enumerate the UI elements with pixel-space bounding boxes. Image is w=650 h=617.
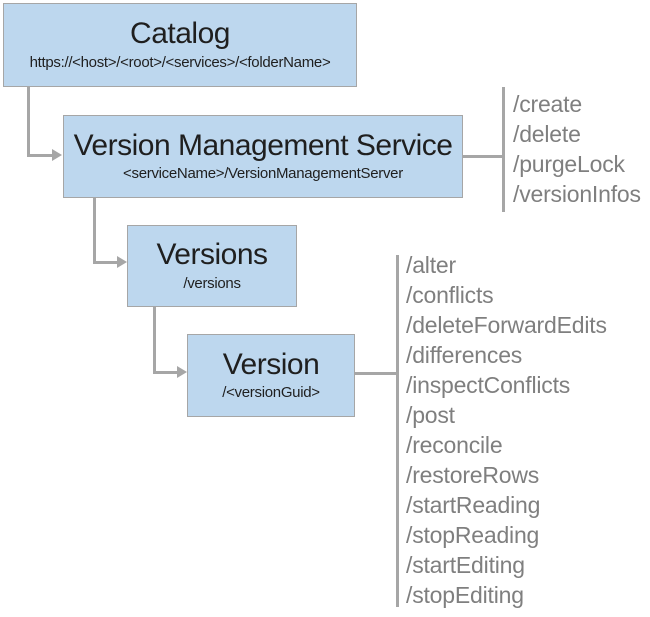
node-version-management-service: Version Management Service <serviceName>… — [63, 115, 463, 198]
connector-vms-to-versions-horizontal — [93, 261, 118, 264]
vms-operations-list: /create/delete/purgeLock/versionInfos — [513, 89, 641, 209]
operation-label: /purgeLock — [513, 151, 625, 177]
node-vms-title: Version Management Service — [73, 128, 453, 162]
operation-label: /restoreRows — [406, 462, 540, 488]
node-versions-path: /versions — [183, 274, 241, 292]
vms-operations-divider — [502, 87, 505, 212]
node-versions: Versions /versions — [127, 225, 297, 307]
node-version-path: /<versionGuid> — [222, 384, 320, 402]
operation-label: /versionInfos — [513, 181, 641, 207]
node-vms-path: <serviceName>/VersionManagementServer — [123, 165, 403, 183]
connector-catalog-to-vms-horizontal — [27, 154, 53, 157]
connector-vms-to-operations — [463, 155, 502, 158]
operation-label: /startReading — [406, 492, 541, 518]
connector-versions-to-version-vertical — [153, 307, 156, 374]
operation-label: /deleteForwardEdits — [406, 312, 607, 338]
arrowhead-into-vms-icon — [52, 149, 62, 161]
arrowhead-into-versions-icon — [117, 256, 127, 268]
node-catalog-url: https://<host>/<root>/<services>/<folder… — [29, 53, 331, 71]
operation-label: /inspectConflicts — [406, 372, 571, 398]
version-operations-list: /alter/conflicts/deleteForwardEdits/diff… — [406, 250, 607, 610]
operation-label: /reconcile — [406, 432, 503, 458]
operation-label: /alter — [406, 252, 456, 278]
operation-label: /startEditing — [406, 552, 525, 578]
node-catalog-title: Catalog — [130, 17, 230, 51]
operation-label: /differences — [406, 342, 523, 368]
version-operations-divider — [396, 255, 399, 607]
operation-label: /delete — [513, 121, 581, 147]
node-version: Version /<versionGuid> — [187, 334, 355, 417]
node-versions-title: Versions — [156, 238, 268, 272]
operation-label: /conflicts — [406, 282, 494, 308]
arrowhead-into-version-icon — [177, 366, 187, 378]
connector-version-to-operations — [355, 372, 396, 375]
operation-label: /create — [513, 91, 582, 117]
connector-catalog-to-vms-vertical — [27, 87, 30, 157]
connector-vms-to-versions-vertical — [93, 198, 96, 264]
node-catalog: Catalog https://<host>/<root>/<services>… — [3, 3, 357, 87]
operation-label: /post — [406, 402, 455, 428]
node-version-title: Version — [222, 347, 320, 381]
connector-versions-to-version-horizontal — [153, 371, 178, 374]
operation-label: /stopEditing — [406, 582, 524, 608]
operation-label: /stopReading — [406, 522, 540, 548]
